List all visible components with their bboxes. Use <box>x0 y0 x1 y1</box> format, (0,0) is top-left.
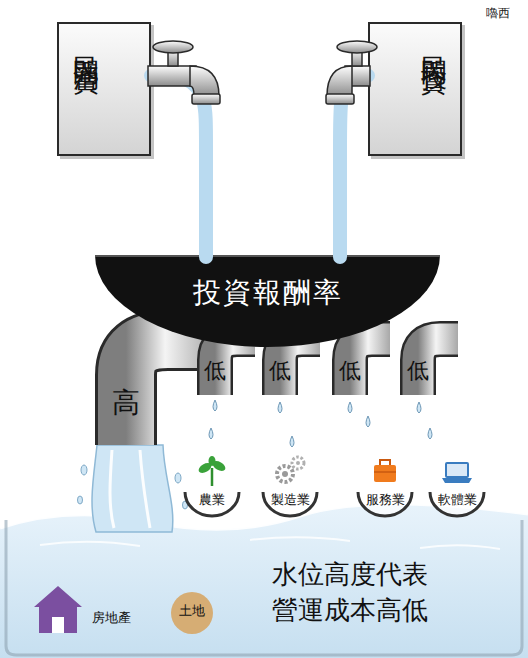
left-faucet <box>148 41 220 104</box>
real-estate-house: 房地產 <box>32 583 152 635</box>
circle-shape <box>171 592 213 634</box>
pipe-label: 高 <box>106 387 146 419</box>
sector-label: 製造業 <box>261 493 319 508</box>
bowl-rim <box>95 255 440 257</box>
land-circle: 土地 <box>170 591 214 635</box>
house-door <box>52 617 64 633</box>
pipe-label: 低 <box>398 358 438 383</box>
bowl-title: 投資報酬率 <box>95 277 440 309</box>
pipe-label: 低 <box>330 358 370 383</box>
high-pipe-outflow <box>92 445 173 532</box>
return-rate-bowl: 投資報酬率 <box>95 255 440 347</box>
sector-bowl: 服務業 <box>356 489 414 517</box>
sector-label: 軟體業 <box>428 493 486 508</box>
sector-bowl: 農業 <box>183 489 241 517</box>
water-level-note: 水位高度代表 營運成本高低 <box>272 556 452 628</box>
sector-bowl: 製造業 <box>261 489 319 517</box>
water-stream <box>151 76 206 257</box>
gear-icon <box>277 457 304 482</box>
circle-label: 土地 <box>170 604 214 619</box>
water-pool <box>0 504 528 658</box>
box-title: 民間消費 <box>71 36 101 52</box>
sector-label: 服務業 <box>356 493 414 508</box>
dripping-drops <box>209 400 432 447</box>
pipe-label: 低 <box>260 358 300 383</box>
pipe-label: 低 <box>195 358 235 383</box>
right-faucet <box>326 41 377 104</box>
water-ripples <box>40 537 500 549</box>
house-shape <box>34 586 82 633</box>
connector-group <box>151 76 368 257</box>
splash-drops <box>78 465 188 509</box>
outflow-highlight <box>110 450 150 528</box>
water-stream <box>340 76 368 257</box>
briefcase-icon <box>374 460 396 482</box>
investment-box: 民間投資 <box>368 22 462 156</box>
tank-frame <box>6 520 522 655</box>
node-outline <box>32 583 152 635</box>
box-title: 民間投資 <box>418 36 448 52</box>
consumption-box: 民間消費 <box>57 22 151 156</box>
sector-label: 農業 <box>183 493 241 508</box>
laptop-icon <box>442 463 472 483</box>
sector-bowl: 軟體業 <box>428 489 486 517</box>
plant-icon <box>197 456 227 486</box>
house-label: 房地產 <box>92 611 131 626</box>
low-pipe: 低 <box>398 325 458 395</box>
author-signature: 嚕西 <box>486 5 510 22</box>
